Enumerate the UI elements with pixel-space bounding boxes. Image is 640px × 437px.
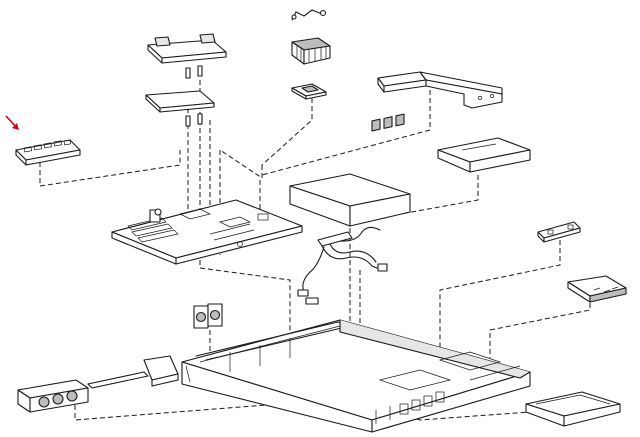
standoffs-icon [185,65,203,127]
io-bracket-icon [567,275,627,303]
system-board-icon [111,199,303,265]
optical-drive-icon [525,391,621,427]
cable-icon [297,226,388,305]
heatsink-icon [291,37,331,65]
fan-pair-icon [193,303,223,329]
processor-icon [291,83,327,100]
heatsink-bracket-top-icon [147,33,227,64]
heatsink-bracket-bottom-icon [145,90,215,113]
retention-clip-icon [291,9,327,21]
chassis-icon [181,319,531,433]
memory-module-icon [15,139,81,166]
red-arrow-icon [5,115,19,130]
riser-bracket-icon [377,71,503,109]
hard-drive-icon [437,137,531,173]
power-supply-icon [289,113,411,227]
led-bracket-icon [537,221,581,243]
fan-assembly-icon [17,355,179,413]
